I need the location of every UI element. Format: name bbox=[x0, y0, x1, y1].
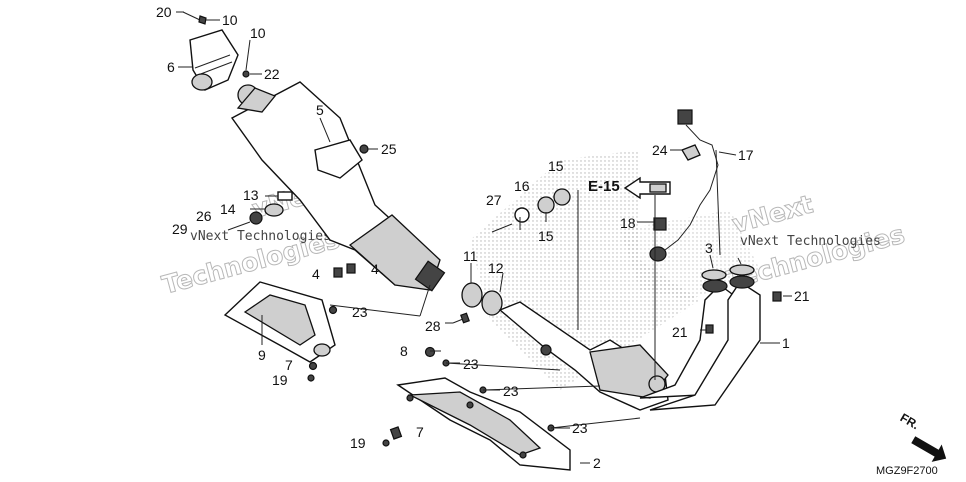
bolt-19b bbox=[382, 439, 390, 447]
bolt-23a bbox=[328, 305, 338, 315]
callout-25: 25 bbox=[381, 141, 397, 157]
callout-numbers: 20 10 10 6 22 5 25 13 14 26 29 4 4 23 9 … bbox=[156, 4, 810, 471]
callout-23a: 23 bbox=[352, 304, 368, 320]
callout-5: 5 bbox=[316, 102, 324, 118]
callout-21a: 21 bbox=[794, 288, 810, 304]
callout-12: 12 bbox=[488, 260, 504, 276]
callout-23c: 23 bbox=[503, 383, 519, 399]
hardware-15-16-27 bbox=[491, 188, 571, 233]
front-direction-arrow: FR. bbox=[898, 410, 947, 462]
callout-13: 13 bbox=[243, 187, 259, 203]
grommet-7b bbox=[389, 426, 403, 440]
clip-24 bbox=[681, 144, 701, 161]
callout-24: 24 bbox=[652, 142, 668, 158]
lower-cover-2 bbox=[396, 377, 571, 471]
callout-15b: 15 bbox=[538, 228, 554, 244]
bolt-7 bbox=[308, 361, 318, 371]
svg-text:vNext Technologies: vNext Technologies bbox=[190, 229, 331, 244]
callout-15a: 15 bbox=[548, 158, 564, 174]
drawing-code: MGZ9F2700 bbox=[876, 465, 938, 477]
callout-23d: 23 bbox=[572, 420, 588, 436]
gasket-12 bbox=[481, 290, 503, 316]
callout-14: 14 bbox=[220, 201, 236, 217]
callout-10b: 10 bbox=[250, 25, 266, 41]
bolt-19 bbox=[307, 374, 315, 382]
callout-2: 2 bbox=[593, 455, 601, 471]
nut-21a bbox=[772, 291, 782, 302]
o2-sensor-17 bbox=[649, 109, 719, 262]
nut-21b bbox=[705, 324, 714, 334]
reference-arrow bbox=[623, 176, 671, 200]
rubber-4b bbox=[346, 263, 356, 274]
callout-8: 8 bbox=[400, 343, 408, 359]
callout-11: 11 bbox=[463, 248, 478, 264]
gasket-11 bbox=[461, 282, 483, 308]
callout-20: 20 bbox=[156, 4, 172, 20]
mount-hardware-13-14-26-29 bbox=[227, 191, 293, 231]
callout-21b: 21 bbox=[672, 324, 688, 340]
callout-4a: 4 bbox=[312, 266, 320, 282]
callout-28: 28 bbox=[425, 318, 441, 334]
callout-22: 22 bbox=[264, 66, 280, 82]
callout-23b: 23 bbox=[463, 356, 479, 372]
callout-26: 26 bbox=[196, 208, 212, 224]
leader-lines bbox=[176, 11, 792, 464]
middle-pipe-catalyst bbox=[498, 301, 669, 411]
svg-text:vNext: vNext bbox=[729, 189, 816, 238]
bolt-8 bbox=[424, 346, 436, 358]
heat-shield-9 bbox=[223, 281, 336, 363]
svg-text:vNext Technologies: vNext Technologies bbox=[740, 234, 881, 249]
end-cap-6 bbox=[189, 29, 239, 91]
callout-3: 3 bbox=[705, 240, 713, 256]
reference-label-e15: E-15 bbox=[588, 178, 620, 195]
nut-22 bbox=[242, 70, 250, 78]
callout-1: 1 bbox=[782, 335, 790, 351]
callout-4b: 4 bbox=[371, 261, 379, 277]
callout-19a: 19 bbox=[272, 372, 288, 388]
callout-29: 29 bbox=[172, 221, 188, 237]
direction-label: FR. bbox=[898, 410, 922, 432]
callout-18: 18 bbox=[620, 215, 636, 231]
callout-7a: 7 bbox=[285, 357, 293, 373]
callout-17: 17 bbox=[738, 147, 754, 163]
rubber-4a bbox=[333, 267, 343, 278]
callout-16: 16 bbox=[514, 178, 530, 194]
callout-9: 9 bbox=[258, 347, 266, 363]
exhaust-header-1 bbox=[639, 275, 761, 411]
gasket-3b bbox=[729, 264, 755, 276]
bolt-20 bbox=[182, 11, 207, 25]
bolt-25 bbox=[359, 144, 369, 154]
grommet-18 bbox=[653, 217, 667, 231]
muffler-5 bbox=[230, 81, 446, 292]
callout-19b: 19 bbox=[350, 435, 366, 451]
callout-10a: 10 bbox=[222, 12, 238, 28]
callout-7b: 7 bbox=[416, 424, 424, 440]
gasket-3a bbox=[701, 269, 727, 281]
callout-27: 27 bbox=[486, 192, 502, 208]
callout-6: 6 bbox=[167, 59, 175, 75]
